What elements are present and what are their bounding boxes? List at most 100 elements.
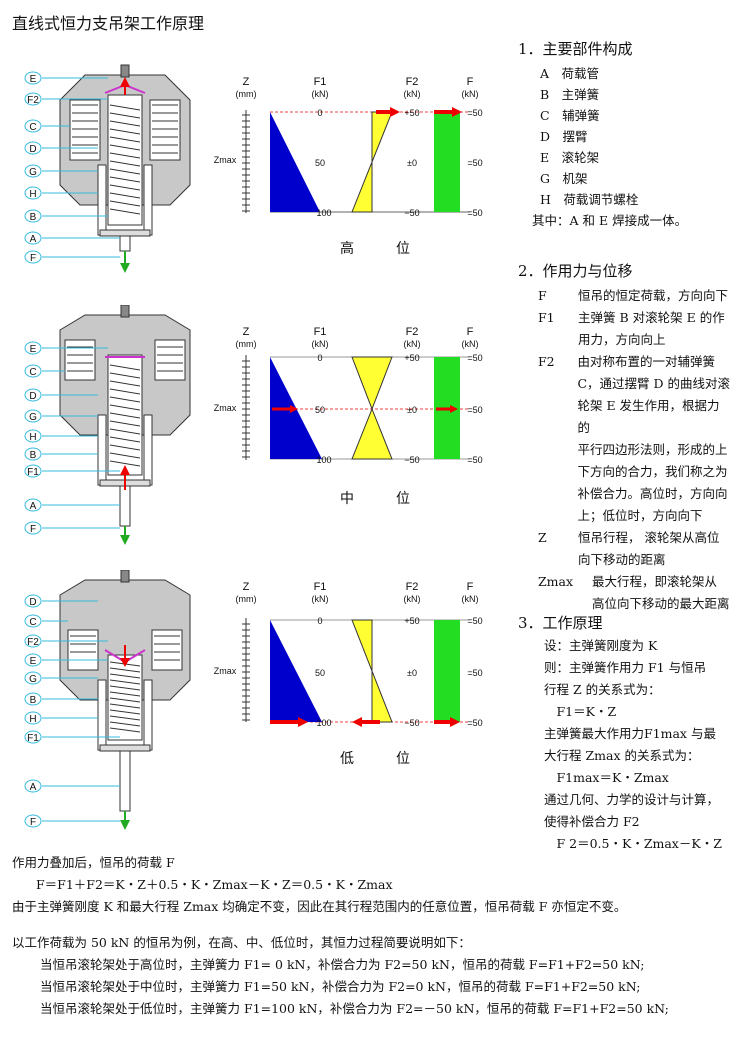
col-header-f2: F2 — [406, 326, 419, 338]
principle-line: F 2＝0.5・K・Zmax－K・Z — [544, 836, 722, 851]
f-top: =50 — [467, 353, 482, 363]
f-bar — [434, 112, 460, 212]
principle-line: F1max＝K・Zmax — [544, 770, 669, 785]
col-header-f: F — [467, 326, 474, 338]
force-desc: 高位向下移动的最大距离 — [592, 596, 730, 611]
f2-top: +50 — [404, 108, 419, 118]
f1-mid: 50 — [315, 405, 325, 415]
callout-labels-low: D C F2 E G B H F1 A F — [24, 594, 120, 828]
force-item-f2: F2 由对称布置的一对辅弹簧 C，通过摆臂 D 的曲线对滚 轮架 E 发生作用，… — [518, 351, 730, 527]
f1-triangle — [270, 620, 322, 722]
col-header-z-unit: (mm) — [236, 594, 257, 604]
f-bot: =50 — [467, 208, 482, 218]
f1-mid: 50 — [315, 158, 325, 168]
callout-label: G — [29, 412, 37, 423]
principle-line: F1＝K・Z — [544, 704, 617, 719]
force-desc: 由对称布置的一对辅弹簧 — [577, 354, 715, 369]
callout-label: H — [29, 432, 36, 443]
col-header-z: Z — [243, 76, 250, 88]
section-title: 2．作用力与位移 — [518, 262, 633, 280]
weld-note: 其中：A 和 E 焊接成一体。 — [532, 213, 688, 228]
force-diagram-mid: Z (mm) F1 (kN) F2 (kN) F (kN) Zmax 0 50 … — [214, 326, 483, 465]
principle-line: 大行程 Zmax 的关系式为： — [544, 748, 700, 763]
col-header-z: Z — [243, 581, 250, 593]
principle-line: 通过几何、力学的设计与计算， — [544, 792, 720, 807]
force-key: Z — [538, 530, 547, 545]
callout-label: H — [29, 189, 36, 200]
callout-label: A — [30, 501, 37, 512]
col-header-f2: F2 — [406, 581, 419, 593]
f-mid: =50 — [467, 405, 482, 415]
col-header-z: Z — [243, 326, 250, 338]
callout-label: G — [29, 167, 37, 178]
component-item: C 辅弹簧 — [540, 108, 600, 123]
section-forces: 2．作用力与位移 F 恒吊的恒定荷载，方向向下 F1 主弹簧 B 对滚轮架 E … — [518, 260, 730, 615]
f2-shape — [351, 619, 393, 723]
col-header-f-unit: (kN) — [462, 594, 479, 604]
force-desc: 恒吊行程， 滚轮架从高位 — [578, 530, 720, 545]
force-desc: 主弹簧 B 对滚轮架 E 的作 — [578, 310, 725, 325]
col-header-z-unit: (mm) — [236, 89, 257, 99]
component-item: D 摆臂 — [540, 129, 588, 144]
hanger-drawing-low — [59, 570, 191, 830]
force-desc: 轮架 E 发生作用，根据力的 — [577, 398, 720, 435]
f-mid: =50 — [467, 158, 482, 168]
bottom-line: 当恒吊滚轮架处于低位时，主弹簧力 F1=100 kN，补偿合力为 F2=－50 … — [40, 1001, 669, 1016]
f-top: =50 — [467, 616, 482, 626]
f2-mid: ±0 — [407, 668, 417, 678]
panel-high: E F2 C D G H B A F Z (mm) F1 (kN) F2 (kN… — [24, 64, 483, 273]
col-header-f2: F2 — [406, 76, 419, 88]
col-header-f1: F1 — [314, 76, 327, 88]
f2-top: +50 — [404, 353, 419, 363]
force-diagram-low: Z (mm) F1 (kN) F2 (kN) F (kN) Zmax 0 50 … — [214, 581, 483, 728]
panel-mid: E C D G H B F1 A F Z (mm) F1 (kN) F2 (kN… — [24, 305, 483, 545]
force-desc: C，通过摆臂 D 的曲线对滚 — [577, 376, 730, 391]
panel-low: D C F2 E G B H F1 A F Z (mm) F1 (kN) F2 … — [24, 570, 483, 830]
callout-label: F2 — [27, 95, 39, 106]
hanger-drawing-mid — [59, 305, 191, 545]
position-label-mid: 中 位 — [340, 491, 424, 507]
zmax-label: Zmax — [214, 403, 237, 413]
col-header-f2-unit: (kN) — [404, 89, 421, 99]
callout-label: F2 — [27, 637, 39, 648]
callout-label: D — [29, 597, 36, 608]
callout-label: F — [30, 817, 36, 828]
callout-label: B — [30, 695, 37, 706]
force-key: Zmax — [538, 574, 574, 589]
callout-label: F1 — [27, 467, 39, 478]
section-components: 1．主要部件构成 A 荷载管 B 主弹簧 C 辅弹簧 D 摆臂 E 滚轮架 G … — [518, 38, 728, 231]
force-desc: 下方向的合力，我们称之为 — [577, 464, 728, 479]
callout-label: A — [30, 234, 37, 245]
bottom-line: 作用力叠加后，恒吊的荷载 F — [12, 855, 175, 870]
callout-label: E — [30, 74, 37, 85]
component-item: A 荷载管 — [540, 66, 600, 81]
f1-top: 0 — [317, 108, 322, 118]
callout-label: B — [30, 212, 37, 223]
principle-line: 设：主弹簧刚度为 K — [544, 638, 658, 653]
col-header-f: F — [467, 581, 474, 593]
callout-label: B — [30, 450, 37, 461]
bottom-formula: F＝F1＋F2＝K・Z＋0.5・K・Zmax－K・Z＝0.5・K・Zmax — [36, 877, 393, 892]
f-bot: =50 — [467, 455, 482, 465]
principle-line: 主弹簧最大作用力F1max 与最 — [544, 726, 716, 741]
callout-label: C — [29, 617, 36, 628]
f1-bot: 100 — [316, 208, 331, 218]
f2-shape — [351, 111, 393, 213]
force-desc: 平行四边形法则，形成的上 — [577, 442, 728, 457]
f1-triangle — [270, 112, 320, 212]
force-desc: 用力，方向向上 — [578, 332, 666, 347]
f2-bot: −50 — [404, 208, 419, 218]
force-key: F — [538, 288, 547, 303]
f1-top: 0 — [317, 616, 322, 626]
force-item-f1: F1 主弹簧 B 对滚轮架 E 的作用力，方向向上 — [518, 307, 730, 351]
component-item: B 主弹簧 — [540, 87, 600, 102]
col-header-f: F — [467, 76, 474, 88]
callout-label: F — [30, 524, 36, 535]
force-desc: 上；低位时，方向向下 — [577, 508, 703, 523]
force-item-f: F 恒吊的恒定荷载，方向向下 — [518, 285, 730, 307]
f2-bot: −50 — [404, 455, 419, 465]
callout-label: D — [29, 391, 36, 402]
section-title: 1．主要部件构成 — [518, 40, 633, 58]
position-label-high: 高 位 — [340, 241, 424, 257]
f1-bot: 100 — [316, 455, 331, 465]
